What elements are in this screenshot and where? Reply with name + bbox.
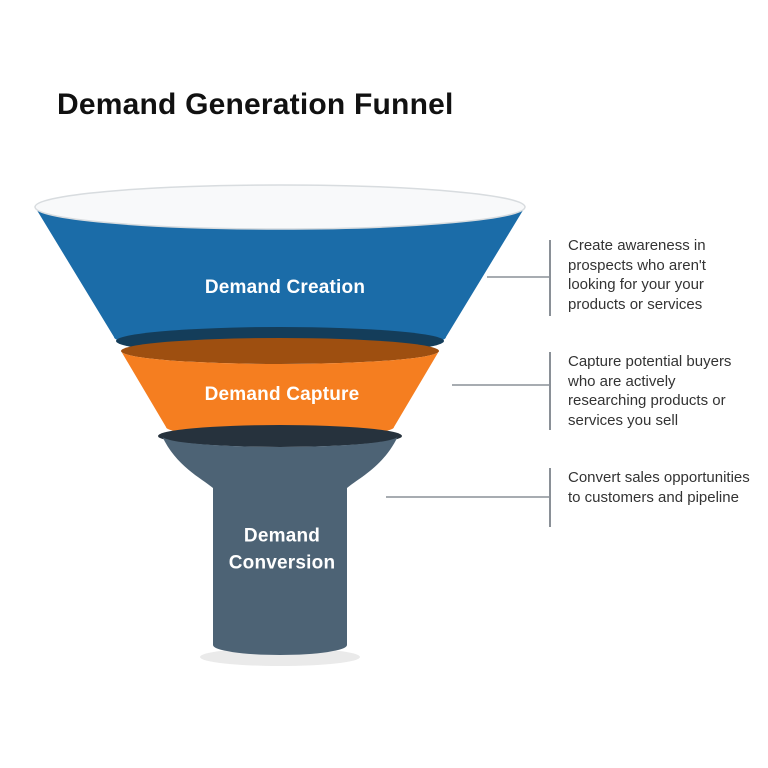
- annotation-demand-conversion: Convert sales opportunities to customers…: [568, 469, 750, 506]
- slate-section-rim: [158, 425, 402, 447]
- annotation-demand-capture: Capture potential buyers who are activel…: [568, 353, 732, 429]
- stage-label-demand-conversion: Demand Conversion: [228, 525, 336, 573]
- stage-label-demand-capture: Demand Capture: [204, 384, 360, 405]
- funnel-top-opening-rim: [34, 184, 526, 230]
- annotation-demand-creation: Create awareness in prospects who aren't…: [568, 237, 706, 313]
- page-title: Demand Generation Funnel: [57, 88, 454, 121]
- stage-demand-creation-shape: [35, 207, 525, 352]
- stage-demand-capture-shape: [121, 351, 439, 438]
- stage-label-demand-creation: Demand Creation: [204, 277, 366, 298]
- stage-demand-conversion-shape: [162, 436, 398, 655]
- orange-section-rim: [121, 338, 439, 364]
- funnel-top-opening: [35, 185, 525, 229]
